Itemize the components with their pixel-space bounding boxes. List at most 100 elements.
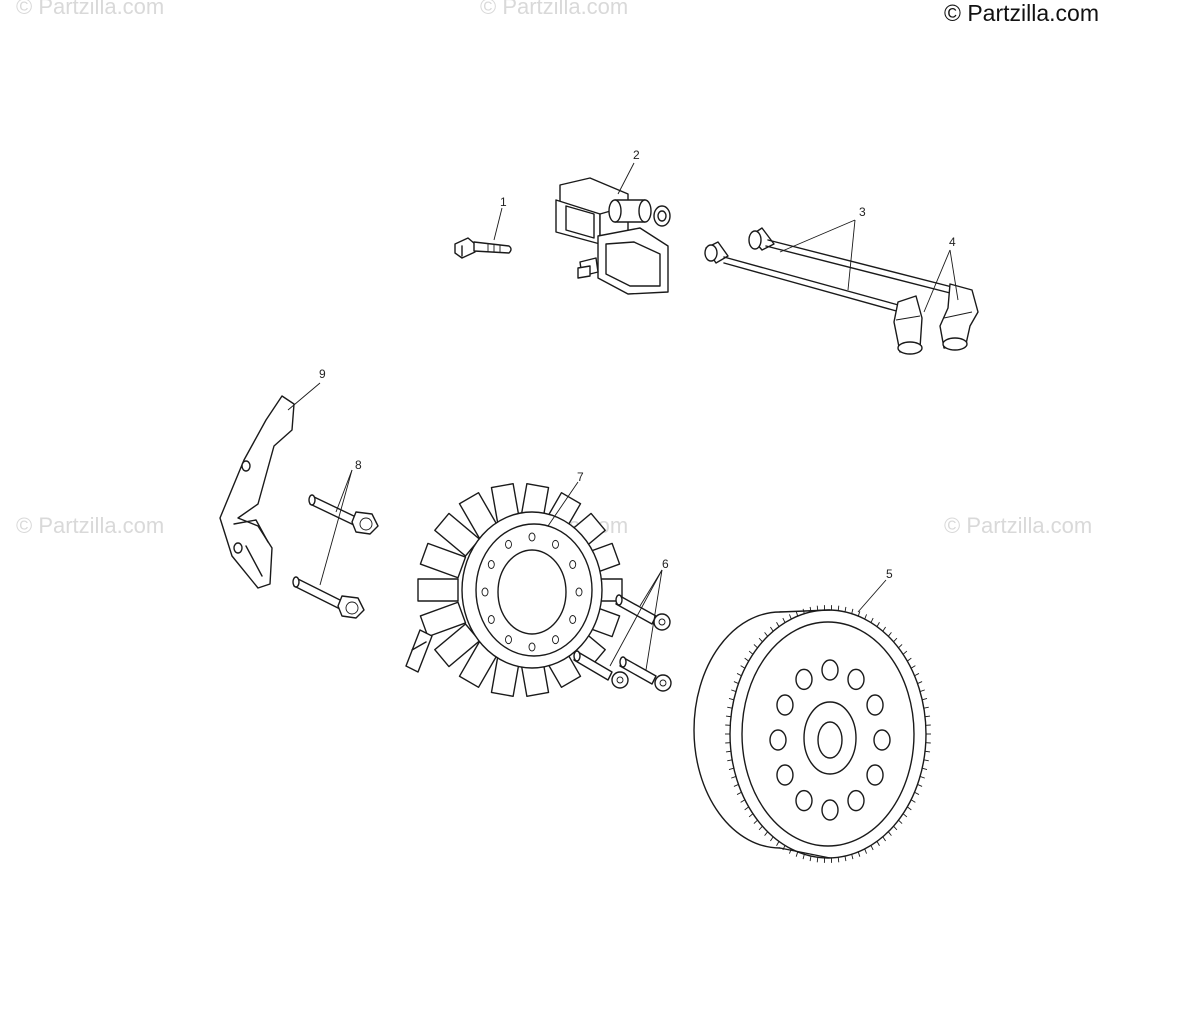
callout-1: 1 <box>500 195 507 209</box>
part-5-flywheel[interactable] <box>693 605 931 863</box>
leader-line-8b <box>319 469 353 586</box>
part-4-spark-plug-caps[interactable] <box>893 283 979 355</box>
ring-gear-tooth <box>725 715 732 718</box>
stator-bolt-hole <box>487 615 495 624</box>
ring-gear-tooth <box>902 650 908 655</box>
ring-gear-tooth <box>816 857 819 863</box>
ring-gear-tooth <box>740 665 746 669</box>
ring-gear-tooth <box>882 626 886 632</box>
ring-gear-tooth <box>914 673 920 677</box>
callout-2: 2 <box>633 148 640 162</box>
stator-pole <box>417 578 459 602</box>
ring-gear-tooth <box>802 854 805 860</box>
ring-gear-tooth <box>764 632 769 637</box>
ring-gear-tooth <box>924 750 931 753</box>
ring-gear-tooth <box>776 841 780 846</box>
ring-gear-tooth <box>919 775 925 779</box>
ring-gear-tooth <box>744 806 749 811</box>
ring-gear-tooth <box>758 637 763 643</box>
stator-pole <box>419 542 467 579</box>
callout-6: 6 <box>662 557 669 571</box>
ring-gear-tooth <box>733 784 739 787</box>
watermark-top-right: © Partzilla.com <box>944 0 1099 26</box>
part-8-stator-bolts[interactable] <box>292 494 379 619</box>
flywheel-lightening-hole <box>776 764 794 786</box>
callout-3: 3 <box>859 205 866 219</box>
ring-gear-tooth <box>917 784 923 787</box>
stator-bolt-hole <box>569 560 577 569</box>
ring-gear-tooth <box>776 622 780 627</box>
ring-gear-tooth <box>733 681 739 684</box>
ring-gear-tooth <box>924 715 931 718</box>
ring-gear-tooth <box>922 767 928 770</box>
leader-line-4a <box>923 249 951 313</box>
stator-bolt-hole <box>575 587 583 597</box>
flywheel-lightening-hole <box>776 694 794 716</box>
ring-gear-tooth <box>809 856 812 862</box>
ring-gear-tooth <box>795 851 799 857</box>
ring-gear-tooth <box>907 657 912 662</box>
ring-gear-tooth <box>876 622 880 627</box>
ring-gear-tooth <box>922 698 928 701</box>
part-9-bracket[interactable] <box>219 395 295 589</box>
part-7-stator[interactable] <box>405 483 623 697</box>
ring-gear-tooth <box>864 614 868 620</box>
leader-line-9 <box>287 382 321 411</box>
part-2-ignition-coil[interactable] <box>555 177 671 295</box>
callout-7: 7 <box>577 470 584 484</box>
ring-gear-tooth <box>857 851 861 857</box>
ring-gear-tooth <box>753 644 758 649</box>
part-3-spark-plug-wires[interactable] <box>704 227 957 313</box>
part-1-bolt[interactable] <box>454 237 512 259</box>
ring-gear-tooth <box>748 650 754 655</box>
ring-gear-tooth <box>744 657 749 662</box>
ring-gear-tooth <box>740 799 746 803</box>
ring-gear-tooth <box>907 806 912 811</box>
ring-gear-tooth <box>727 759 733 762</box>
flywheel-lightening-hole <box>821 799 839 821</box>
watermark-mid-left: © Partzilla.com <box>16 513 165 538</box>
ring-gear-tooth <box>764 831 769 836</box>
watermark-top-left: © Partzilla.com <box>16 0 165 19</box>
leader-line-3a <box>779 219 856 253</box>
ring-gear-tooth <box>876 841 880 846</box>
flywheel-lightening-hole <box>795 668 813 691</box>
ring-gear-tooth <box>870 617 874 623</box>
ring-gear-tooth <box>770 626 774 632</box>
ring-gear-tooth <box>898 819 903 824</box>
ring-gear-tooth <box>731 689 737 693</box>
ring-gear-tooth <box>914 791 920 795</box>
flywheel-lightening-hole <box>866 764 884 786</box>
stator-bolt-hole <box>528 642 536 652</box>
ring-gear-tooth <box>837 605 840 611</box>
stator-bolt-hole <box>552 635 559 645</box>
watermark-top-center: © Partzilla.com <box>480 0 629 19</box>
leader-line-1 <box>493 207 503 241</box>
ring-gear-tooth <box>758 825 763 831</box>
ring-gear-tooth <box>882 836 886 842</box>
stator-bolt-hole <box>505 539 512 549</box>
flywheel-lightening-hole <box>847 789 865 812</box>
stator-bolt-hole <box>528 532 536 542</box>
flywheel-lightening-hole <box>866 694 884 716</box>
leader-line-8a <box>335 469 353 513</box>
ring-gear-tooth <box>893 825 898 831</box>
ring-gear-tooth <box>844 856 847 862</box>
callout-5: 5 <box>886 567 893 581</box>
ring-gear-tooth <box>887 831 892 836</box>
stator-bolt-hole <box>552 539 559 549</box>
flywheel-lightening-hole <box>847 668 865 691</box>
ring-gear-tooth <box>736 791 742 795</box>
ring-gear-tooth <box>788 614 792 620</box>
ring-gear-tooth <box>725 750 732 753</box>
callout-8: 8 <box>355 458 362 472</box>
ring-gear-tooth <box>844 606 847 612</box>
leader-line-4b <box>949 249 959 301</box>
ring-gear-tooth <box>902 813 908 818</box>
flywheel-lightening-hole <box>769 729 787 751</box>
ring-gear-tooth <box>753 819 758 824</box>
stator-bolt-hole <box>505 635 512 645</box>
ring-gear-tooth <box>736 673 742 677</box>
ring-gear-tooth <box>910 799 916 803</box>
stator-pole <box>419 601 467 638</box>
